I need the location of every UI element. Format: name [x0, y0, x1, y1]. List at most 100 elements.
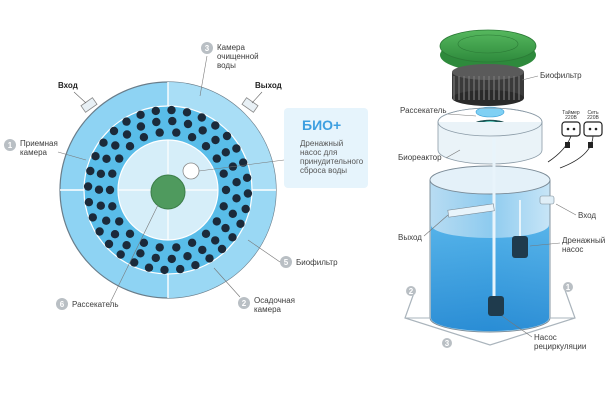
biofilter-hole: [187, 133, 197, 142]
biofilter-hole: [228, 209, 237, 218]
biofilter-hole: [122, 241, 131, 250]
biofilter-hole: [144, 263, 154, 272]
callout-2: [238, 297, 250, 309]
inlet-pipe-3d: [539, 195, 555, 205]
biofilter-hole: [167, 105, 176, 115]
biofilter-hole: [84, 198, 94, 207]
biofilter-label: Биофильтр: [540, 71, 582, 80]
biofilter-hole: [155, 128, 164, 137]
outlet-label-3d: Выход: [398, 233, 422, 242]
bioreactor: [437, 122, 543, 165]
biofilter-hole: [219, 169, 228, 178]
outlet-pipe-3d: [447, 203, 495, 218]
biofilter-hole: [243, 189, 253, 198]
biofilter-hole: [96, 169, 106, 178]
biofilter-hole: [94, 185, 104, 194]
inlet-label: Вход: [58, 81, 78, 90]
drain-pump: [182, 162, 200, 180]
biofilter-hole: [83, 182, 93, 191]
biofilter-hole: [182, 108, 192, 117]
biofilter-hole: [116, 250, 125, 259]
biofilter-hole: [197, 113, 206, 122]
bioreactor-label: Биореактор: [398, 153, 442, 162]
biofilter-hole: [211, 121, 220, 130]
biofilter-hole: [228, 233, 237, 242]
biofilter-hole: [139, 238, 149, 247]
biofilter-hole: [122, 130, 132, 139]
callout-6: [56, 298, 68, 310]
biofilter-hole: [109, 126, 119, 136]
svg-text:3: 3: [445, 339, 450, 348]
splitter-label: Рассекатель: [400, 106, 447, 115]
callout-5: [280, 256, 292, 268]
biofilter-hole: [222, 131, 232, 141]
outlet-label: Выход: [255, 81, 282, 90]
biofilter-hole: [88, 213, 98, 222]
biofilter-hole: [115, 154, 124, 163]
svg-text:1: 1: [566, 283, 571, 292]
biofilter-holes: [83, 105, 253, 275]
bio-plus-bg: [284, 108, 368, 188]
biofilter-hole: [99, 138, 108, 147]
biofilter-hole: [155, 243, 164, 252]
svg-text:5: 5: [284, 258, 289, 267]
biofilter-hole: [105, 185, 115, 195]
svg-text:2: 2: [242, 299, 247, 308]
biofilter-hole: [221, 223, 230, 233]
biofilter-hole: [217, 244, 227, 254]
biofilter-hole: [167, 254, 176, 264]
callout-3: [201, 42, 213, 54]
biofilter-hole: [187, 238, 197, 247]
biofilter-hole: [172, 128, 181, 137]
biofilter-hole: [139, 133, 149, 142]
biofilter-hole: [115, 217, 124, 226]
biofilter-hole: [198, 126, 207, 135]
biofilter-hole: [86, 166, 95, 176]
biofilter-hole: [104, 239, 114, 249]
biofilter-hole: [108, 169, 117, 178]
biofilter-hole: [211, 135, 220, 145]
svg-text:1: 1: [8, 141, 13, 150]
callout-5-label: Биофильтр: [296, 258, 338, 267]
biofilter-hole: [108, 202, 117, 211]
top-view: [59, 81, 277, 299]
biofilter-hole: [232, 194, 241, 203]
biofilter-hole: [201, 142, 211, 151]
inlet-label-3d: Вход: [578, 211, 596, 220]
biofilter-hole: [91, 152, 100, 161]
biofilter-hole: [205, 254, 214, 263]
biofilter-hole: [183, 252, 192, 261]
biofilter-hole: [152, 117, 161, 127]
biofilter-hole: [198, 245, 207, 255]
biofilter-hole: [241, 204, 250, 214]
biofilter-hole: [130, 258, 139, 267]
mains-socket: [583, 121, 603, 137]
biofilter-hole: [239, 158, 248, 167]
biofilter-hole: [151, 106, 160, 116]
biofilter-hole: [242, 173, 252, 182]
callout-6-label: Рассекатель: [72, 300, 119, 309]
biofilter-hole: [176, 264, 185, 274]
biofilter-hole: [172, 243, 181, 252]
biofilter-hole: [212, 217, 221, 226]
biofilter-hole: [236, 219, 245, 228]
svg-text:3: 3: [205, 44, 210, 53]
biofilter-hole: [125, 229, 135, 238]
